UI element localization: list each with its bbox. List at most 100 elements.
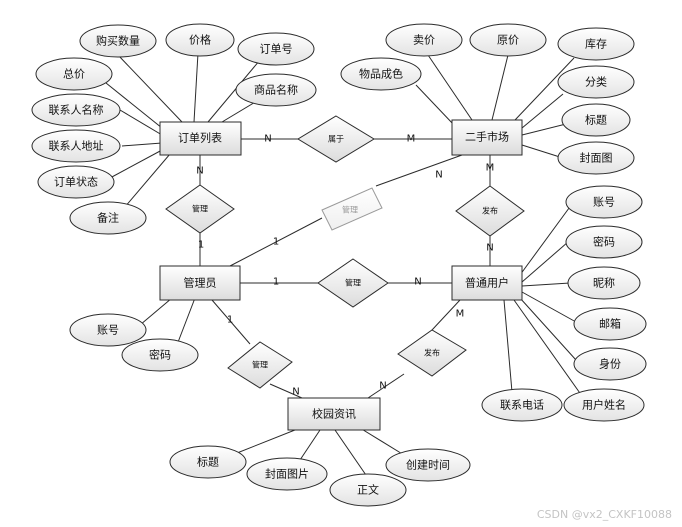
attr-news-cover: 封面图片 xyxy=(246,457,328,491)
entity-order-list-label: 订单列表 xyxy=(178,131,222,145)
link-admin-account xyxy=(139,297,173,326)
attr-user-account: 账号 xyxy=(565,185,643,219)
card-order-manage: N xyxy=(196,166,203,177)
attr-market-category: 分类 xyxy=(557,65,635,99)
relation-admin-manage-market: 管理 xyxy=(321,187,383,231)
link-market-cover xyxy=(521,144,564,159)
attr-news-title-label: 标题 xyxy=(197,455,219,469)
relation-admin-manage-order: 管理 xyxy=(165,184,235,234)
attr-news-created-time: 创建时间 xyxy=(385,448,471,482)
relation-admin-manage-market-label: 管理 xyxy=(342,205,358,215)
entity-campus-news: 校园资讯 xyxy=(287,397,381,431)
link-user-realname xyxy=(513,299,583,397)
attr-news-title: 标题 xyxy=(169,445,247,479)
entity-campus-news-label: 校园资讯 xyxy=(312,407,356,421)
attr-order-number: 订单号 xyxy=(237,32,315,66)
card-faded-market: N xyxy=(435,170,442,181)
attr-order-total: 总价 xyxy=(35,57,113,91)
attr-user-realname: 用户姓名 xyxy=(563,388,645,422)
entity-second-hand-market-label: 二手市场 xyxy=(465,130,509,144)
relation-admin-manage-user: 管理 xyxy=(317,258,389,308)
link-market-sell xyxy=(427,54,473,121)
attr-order-quantity-label: 购买数量 xyxy=(96,34,140,48)
attr-market-original-price: 原价 xyxy=(469,23,547,57)
attr-admin-password-label: 密码 xyxy=(149,348,171,362)
link-market-cond xyxy=(415,84,455,126)
attr-order-contact-name-label: 联系人名称 xyxy=(49,103,104,117)
attr-order-remark-label: 备注 xyxy=(97,211,119,225)
attr-user-email-label: 邮箱 xyxy=(599,317,621,331)
attr-market-cover: 封面图 xyxy=(557,141,635,175)
attr-admin-account: 账号 xyxy=(69,313,147,347)
attr-news-created-time-label: 创建时间 xyxy=(406,458,450,472)
attr-market-condition-label: 物品成色 xyxy=(359,67,403,81)
link-postnews-news xyxy=(367,373,405,399)
attr-user-realname-label: 用户姓名 xyxy=(582,398,626,412)
entity-second-hand-market: 二手市场 xyxy=(451,119,523,156)
attr-order-total-label: 总价 xyxy=(63,67,85,81)
relation-user-post-news-label: 发布 xyxy=(424,348,440,358)
link-news-title xyxy=(231,427,301,456)
link-order-status xyxy=(109,149,163,179)
attr-news-cover-label: 封面图片 xyxy=(265,467,309,481)
attr-market-sell-price: 卖价 xyxy=(385,23,463,57)
attr-user-password-label: 密码 xyxy=(593,235,615,249)
attr-market-condition: 物品成色 xyxy=(340,57,422,91)
card-post-user: N xyxy=(486,243,493,254)
attr-user-account-label: 账号 xyxy=(593,196,615,209)
link-market-stock xyxy=(514,57,575,121)
attr-order-contact-address-label: 联系人地址 xyxy=(49,139,104,153)
attr-market-original-price-label: 原价 xyxy=(497,34,519,47)
card-admin-manageuser: 1 xyxy=(273,277,279,288)
attr-user-nickname: 昵称 xyxy=(567,266,641,300)
link-news-body xyxy=(334,429,369,479)
attr-user-phone-label: 联系电话 xyxy=(500,399,544,412)
attr-order-status-label: 订单状态 xyxy=(54,175,98,189)
card-manage-admin: 1 xyxy=(198,240,204,251)
card-market-post: M xyxy=(486,163,495,174)
card-manageuser-user: N xyxy=(414,277,421,288)
attr-order-product-name: 商品名称 xyxy=(235,73,317,107)
link-faded-market xyxy=(375,154,463,187)
attr-user-role-label: 身份 xyxy=(599,357,621,371)
link-order-no xyxy=(207,59,261,123)
link-user-phone xyxy=(503,299,513,393)
relation-links xyxy=(199,138,491,399)
attr-order-price-label: 价格 xyxy=(189,33,211,47)
attr-news-body-label: 正文 xyxy=(357,483,379,497)
attr-order-product-name-label: 商品名称 xyxy=(254,83,298,97)
relation-admin-manage-order-label: 管理 xyxy=(192,204,208,214)
attr-market-stock-label: 库存 xyxy=(585,37,607,51)
attr-order-quantity: 购买数量 xyxy=(79,24,157,58)
link-user-pwd xyxy=(521,241,569,283)
relation-user-post-market: 发布 xyxy=(455,185,525,237)
attr-order-number-label: 订单号 xyxy=(260,43,293,56)
link-admin-managenews xyxy=(211,299,251,345)
card-order-belongs: N xyxy=(264,134,271,145)
attr-order-remark: 备注 xyxy=(69,201,147,235)
relation-admin-manage-user-label: 管理 xyxy=(345,278,361,288)
attr-order-status: 订单状态 xyxy=(37,165,115,199)
attr-user-email: 邮箱 xyxy=(573,307,647,341)
link-order-price xyxy=(193,52,199,123)
watermark: CSDN @vx2_CXKF10088 xyxy=(536,508,672,521)
attr-market-title: 标题 xyxy=(561,103,631,137)
entity-admin-label: 管理员 xyxy=(184,276,217,290)
entity-admin: 管理员 xyxy=(159,265,241,301)
link-user-postnews xyxy=(431,299,461,331)
link-news-cover xyxy=(299,429,321,461)
attr-admin-password: 密码 xyxy=(121,338,199,372)
attr-market-category-label: 分类 xyxy=(585,75,607,89)
link-managenews-news xyxy=(269,383,303,399)
relation-user-post-market-label: 发布 xyxy=(482,206,498,216)
card-user-postnews: M xyxy=(456,309,465,320)
relation-user-post-news: 发布 xyxy=(397,329,467,377)
relation-admin-manage-news-label: 管理 xyxy=(252,360,268,370)
card-postnews-news: N xyxy=(379,381,386,392)
link-user-nick xyxy=(521,282,571,287)
entity-order-list: 订单列表 xyxy=(159,121,242,156)
attr-market-sell-price-label: 卖价 xyxy=(413,34,435,47)
link-user-mail xyxy=(521,291,577,323)
attr-market-title-label: 标题 xyxy=(585,113,607,127)
attr-user-role: 身份 xyxy=(573,347,647,381)
